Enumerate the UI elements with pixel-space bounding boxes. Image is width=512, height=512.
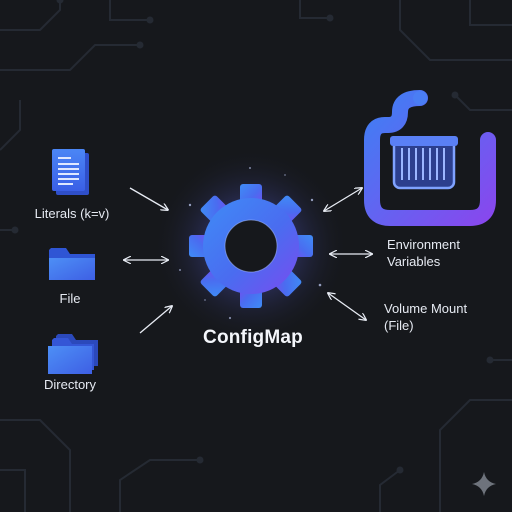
sparkle-icon bbox=[472, 472, 496, 496]
arrow-configmap-volume bbox=[328, 293, 366, 320]
source-label-literals: Literals (k=v) bbox=[34, 206, 110, 221]
arrow-literals-to-configmap bbox=[129, 187, 168, 210]
target-label-volume-line1: Volume Mount bbox=[384, 301, 468, 316]
folders-icon bbox=[48, 334, 98, 374]
source-label-directory: Directory bbox=[43, 377, 97, 392]
target-label-volume-line2: (File) bbox=[384, 318, 414, 333]
arrows bbox=[124, 187, 372, 334]
source-label-file: File bbox=[59, 291, 81, 306]
folder-icon bbox=[49, 248, 95, 280]
target-label-environment-line2: Variables bbox=[387, 254, 441, 269]
arrow-configmap-pod bbox=[324, 188, 362, 211]
arrow-directory-to-configmap bbox=[139, 306, 172, 334]
sparkle-particles bbox=[179, 167, 322, 320]
target-label-volume: Volume Mount (File) bbox=[384, 300, 467, 334]
configmap-title: ConfigMap bbox=[203, 327, 303, 348]
gear-icon bbox=[189, 184, 313, 308]
target-label-environment-line1: Environment bbox=[387, 237, 460, 252]
circuit-nodes bbox=[11, 0, 494, 474]
document-icon bbox=[52, 149, 89, 195]
container-pod-icon bbox=[364, 90, 496, 226]
target-label-environment: Environment Variables bbox=[387, 236, 460, 270]
